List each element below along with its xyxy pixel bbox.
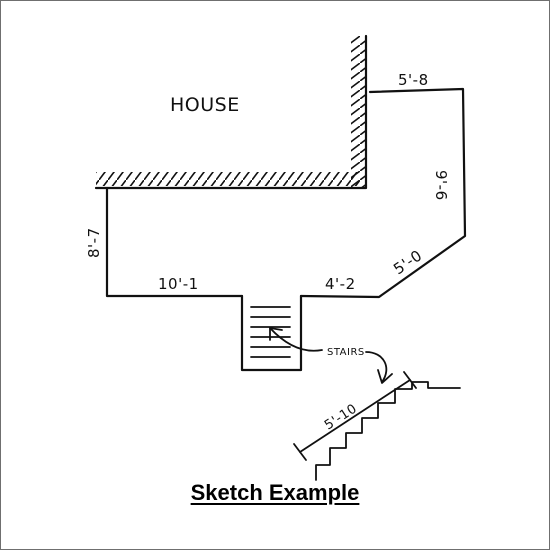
deck-right-edges [299, 87, 467, 299]
dimension-right-side: 9'-6 [432, 170, 450, 201]
dimension-top-right: 5'-8 [398, 71, 429, 89]
dimension-diagonal: 5'-0 [390, 246, 425, 278]
house-wall-line [94, 34, 368, 190]
staircase-profile-detail [293, 371, 461, 481]
detail-arrow [365, 351, 393, 384]
dimension-left-side: 8'-7 [85, 227, 103, 258]
stair-length-label: 5'-10 [322, 401, 360, 433]
stair-dimension-line [299, 379, 411, 453]
house-wall-horizontal-hatch [96, 172, 360, 186]
deck-left-edges [105, 186, 244, 298]
stair-dimension-tick-low [293, 443, 307, 461]
house-label: HOUSE [170, 94, 240, 116]
caption-title: Sketch Example [190, 480, 360, 505]
dimension-bottom-left: 10'-1 [158, 275, 199, 293]
stair-steps-profile [315, 381, 461, 481]
house-wall-hatching [96, 36, 365, 188]
house-wall-vertical-hatch [351, 36, 365, 188]
stair-dimension-tick-high [403, 371, 417, 389]
stairs-arrow [269, 327, 323, 352]
dimension-bottom-right: 4'-2 [325, 275, 356, 293]
stair-treads [250, 306, 291, 358]
stairs-landing-outline [240, 294, 303, 372]
deck-outline [94, 34, 467, 372]
stairs-label: STAIRS [327, 347, 365, 358]
